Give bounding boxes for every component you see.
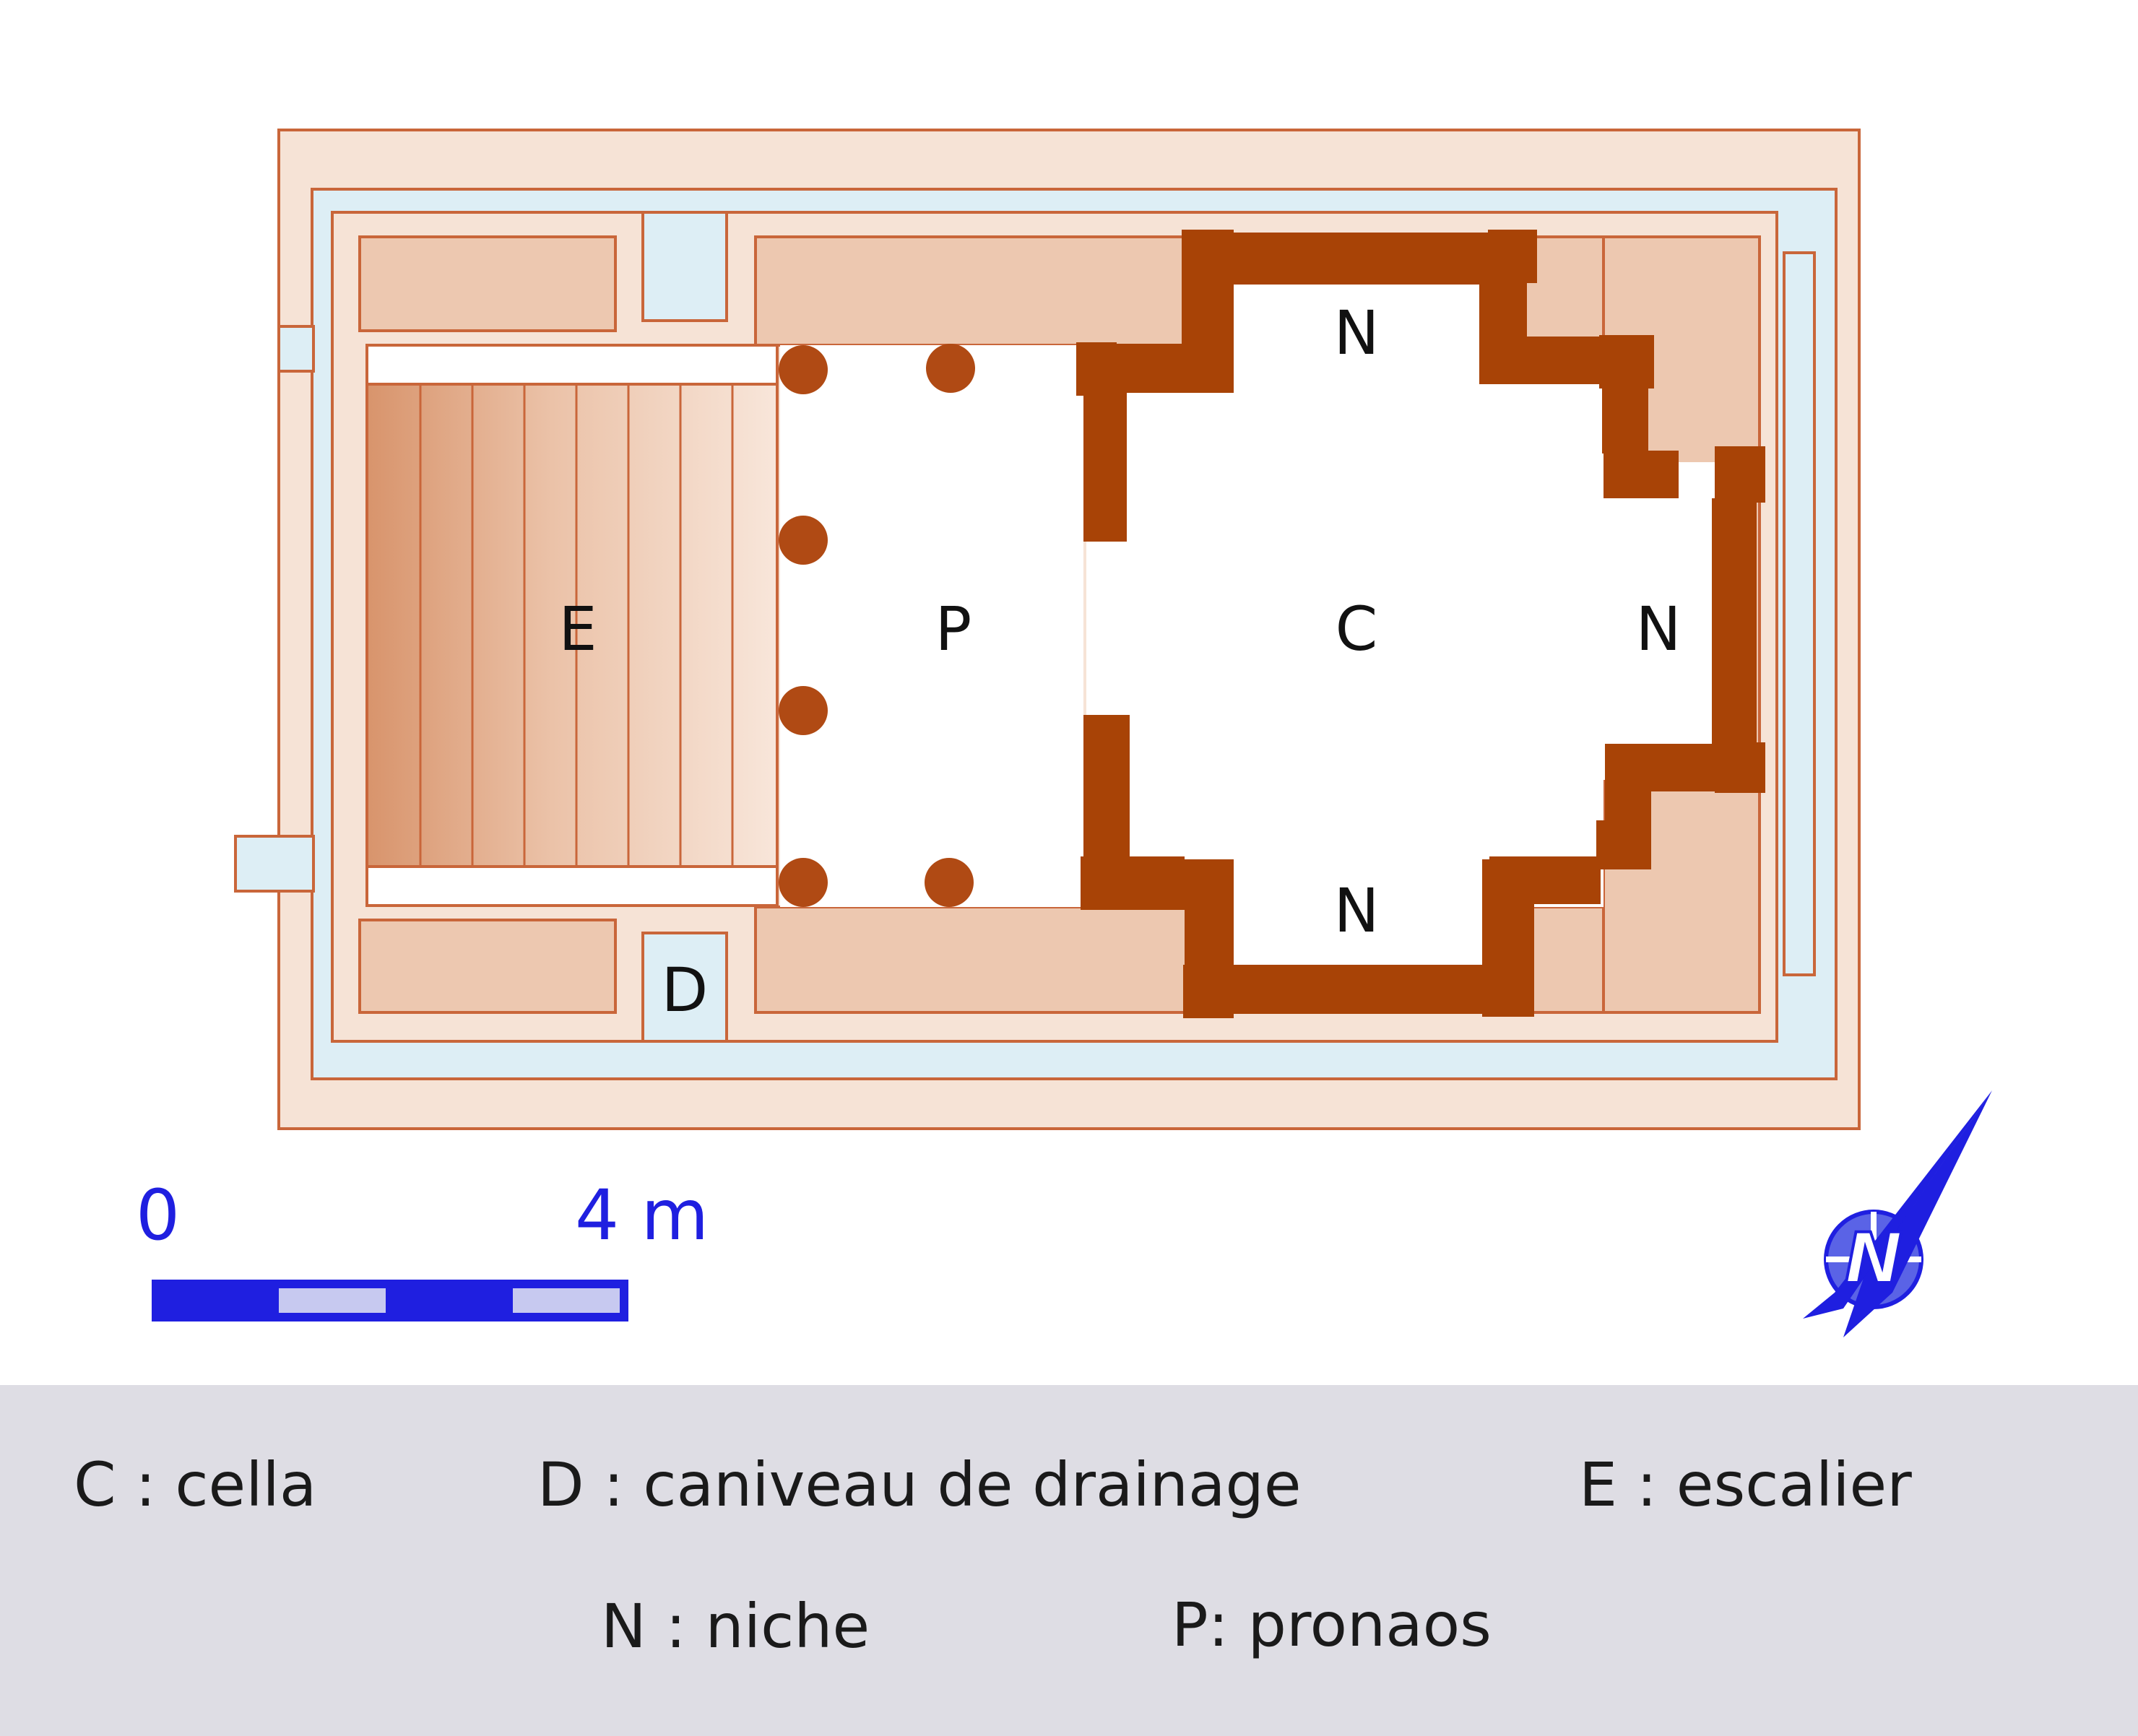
column	[926, 344, 975, 393]
legend-cella: C : cella	[74, 1449, 317, 1520]
pronaos-floor	[780, 345, 1083, 907]
legend-panel: C : cella D : caniveau de drainage E : e…	[0, 1385, 2138, 1736]
legend-stair: E : escalier	[1579, 1449, 1912, 1520]
stair-steps	[365, 383, 779, 868]
legend-drain: D : caniveau de drainage	[537, 1449, 1302, 1520]
label-cella: C	[1336, 594, 1378, 664]
column	[779, 516, 828, 565]
stair-step-lines	[419, 384, 734, 867]
scale-end-label: 4 m	[575, 1175, 709, 1256]
north-arrow-icon: N	[1803, 1090, 1992, 1337]
column	[779, 686, 828, 735]
platform-left-top	[358, 235, 617, 332]
legend-pronaos: P: pronaos	[1172, 1589, 1492, 1660]
stair-upper-landing	[365, 344, 779, 386]
label-niche-bottom: N	[1334, 875, 1380, 946]
scale-bar-segment	[513, 1288, 620, 1313]
label-pronaos: P	[935, 594, 972, 664]
column	[779, 345, 828, 394]
drain-outlet-lower	[234, 835, 315, 893]
label-niche-right: N	[1636, 594, 1682, 664]
label-drain: D	[662, 955, 709, 1025]
drain-notch-top	[641, 211, 728, 322]
drain-notch-bottom	[641, 932, 728, 1043]
pronaos-columns	[779, 344, 975, 907]
legend-niche: N : niche	[601, 1591, 870, 1662]
scale-start-label: 0	[136, 1175, 180, 1256]
scale-bar: 0 4 m	[136, 1175, 709, 1321]
cella-walls	[1076, 230, 1765, 1018]
platform-left-bottom	[358, 919, 617, 1014]
stair-lower-landing	[365, 865, 779, 907]
cella-floor	[1086, 285, 1742, 972]
drainage-channel-right	[1783, 251, 1816, 976]
column	[925, 858, 974, 907]
label-stair: E	[558, 594, 597, 664]
scale-bar-segment	[279, 1288, 386, 1313]
north-letter: N	[1845, 1218, 1903, 1299]
label-niche-top: N	[1334, 298, 1380, 368]
column	[779, 858, 828, 907]
temple-plan: E P C N N N D 0 4 m N	[136, 129, 1992, 1337]
drain-outlet-upper	[277, 325, 315, 373]
